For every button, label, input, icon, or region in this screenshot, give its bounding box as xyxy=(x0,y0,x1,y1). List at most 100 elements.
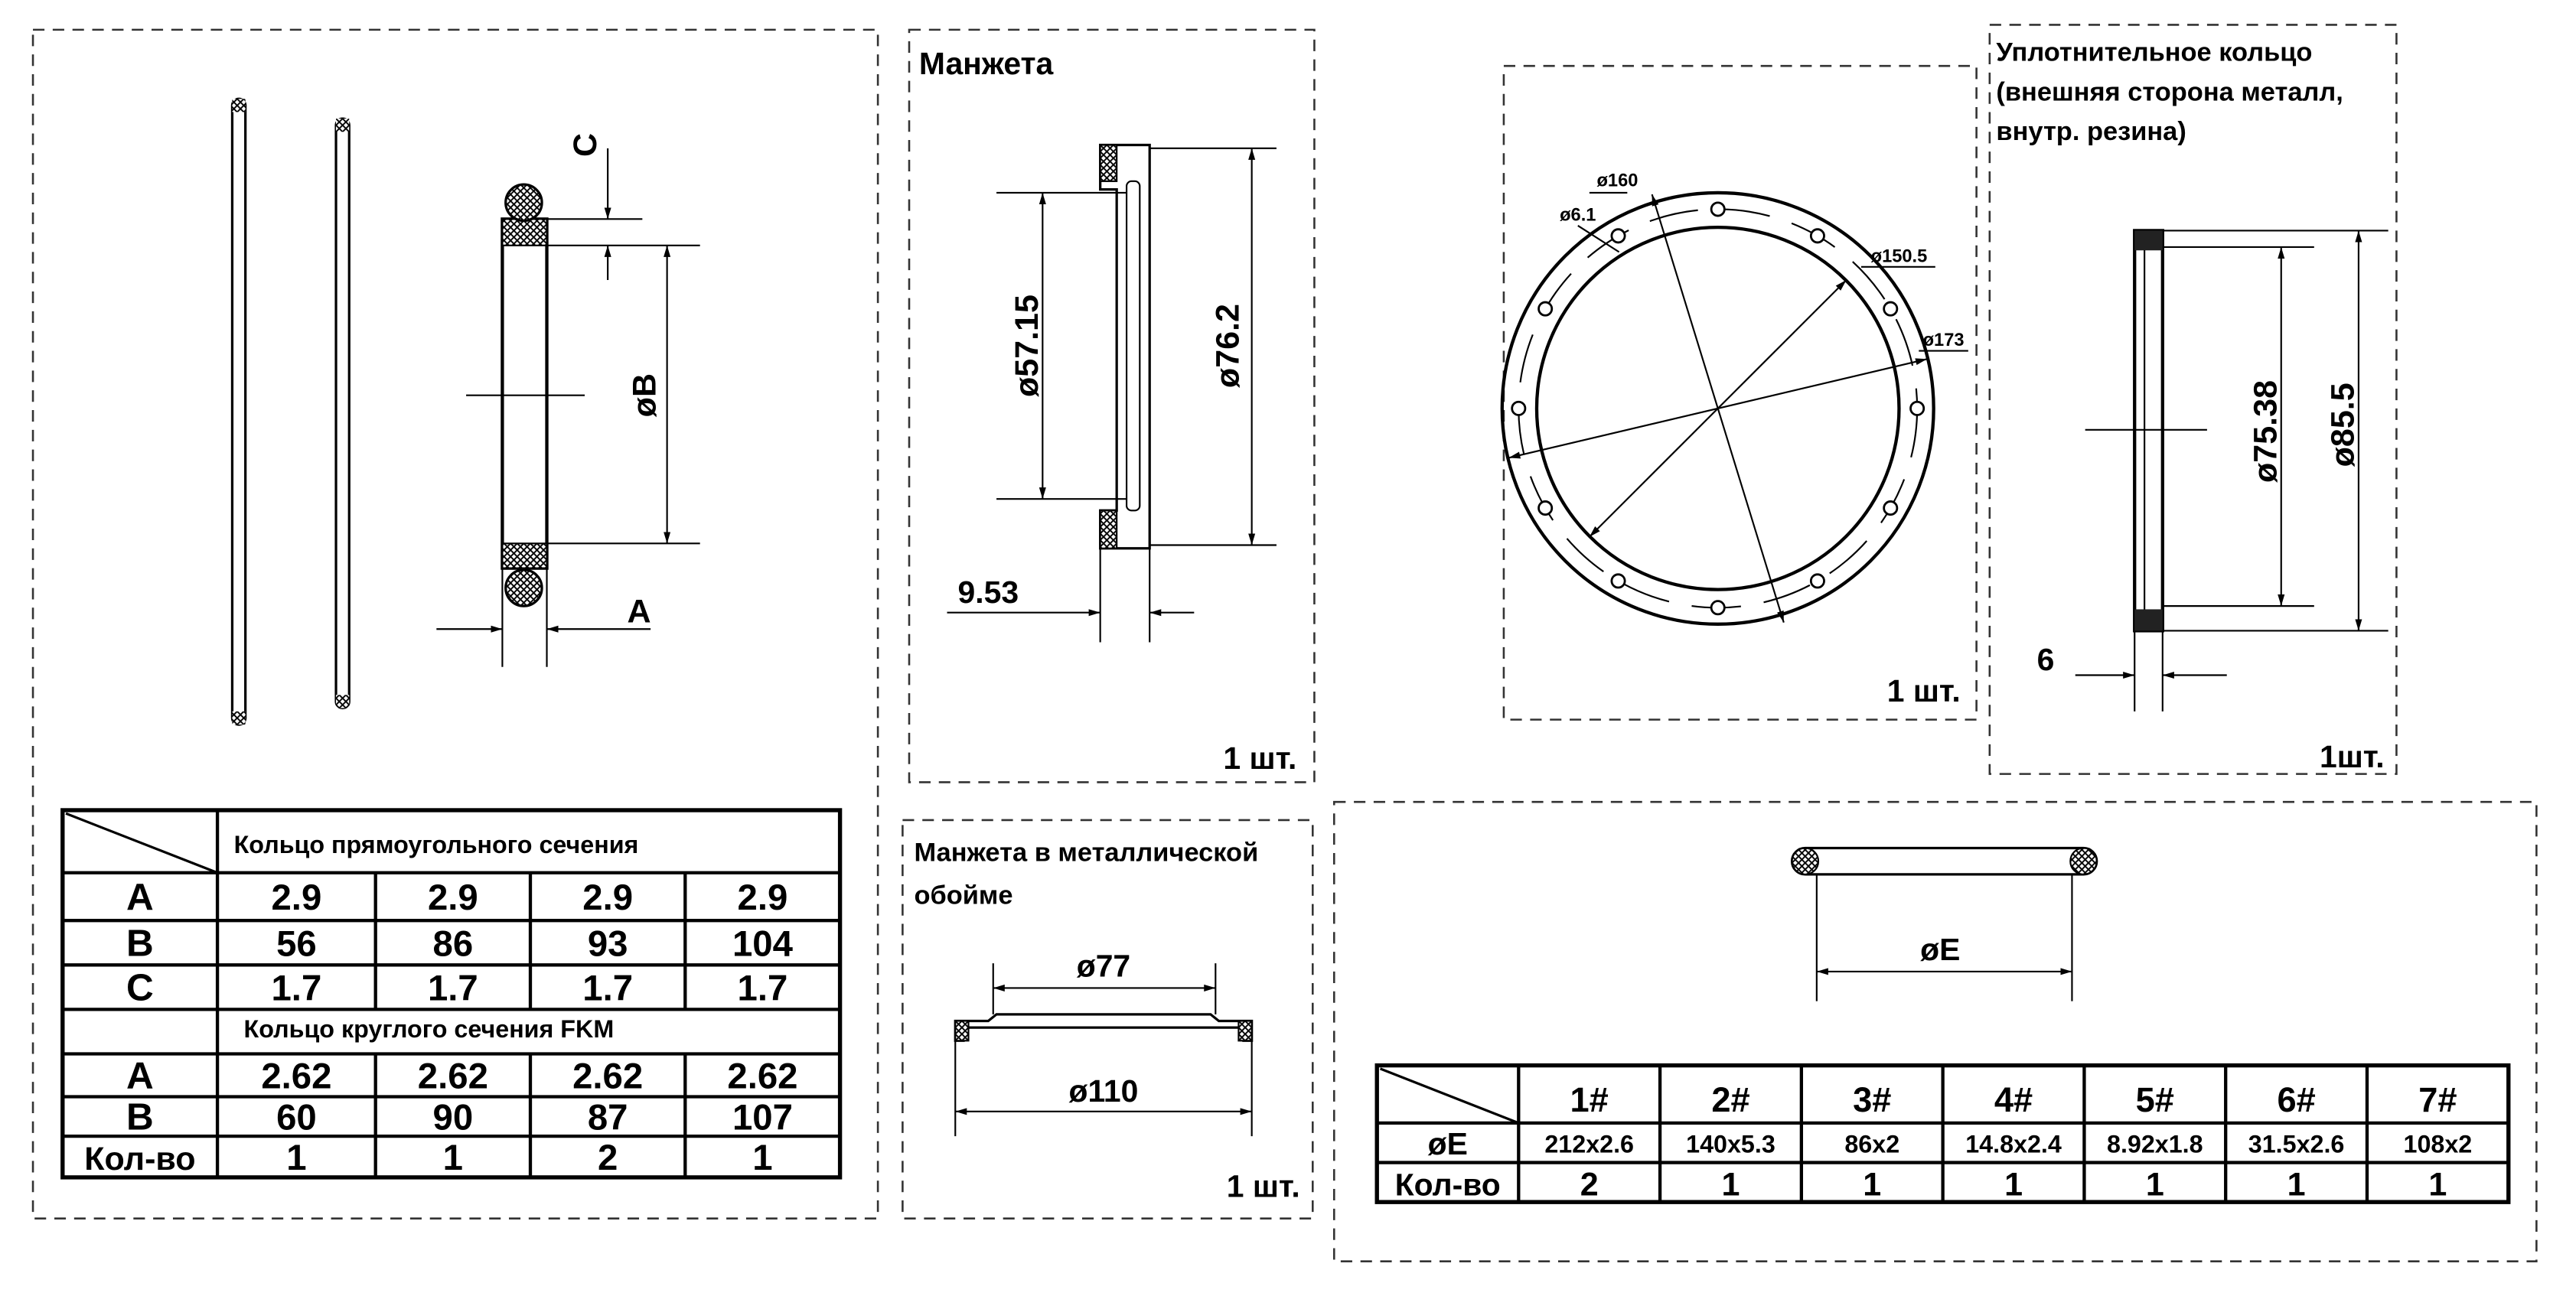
table-cell: 2.9 xyxy=(428,878,478,918)
dim-a-label: A xyxy=(628,594,651,630)
table-border xyxy=(60,808,843,1180)
column-header: 6# xyxy=(2277,1080,2315,1119)
bolt-hole xyxy=(1909,400,1925,416)
table-cell: 107 xyxy=(732,1098,793,1138)
dim-e-label: øE xyxy=(1920,932,1960,967)
bolt-hole xyxy=(1610,228,1626,244)
dim-outer-label: ø76.2 xyxy=(1209,304,1246,388)
seal-title-3: внутр. резина) xyxy=(1996,117,2186,146)
table-cell: 86 xyxy=(433,923,474,964)
table-cell: 1 xyxy=(2146,1167,2164,1203)
column-header: 1# xyxy=(1570,1080,1609,1119)
seal-title-1: Уплотнительное кольцо xyxy=(1996,38,2312,67)
dim-c-label: C xyxy=(567,133,604,157)
table-grid-line xyxy=(65,812,218,874)
bolt-hole xyxy=(1610,573,1626,589)
table-cell: 104 xyxy=(732,923,794,964)
bolt-hole xyxy=(1710,201,1726,217)
table-cell: 2 xyxy=(598,1138,618,1178)
dim-b-label: øB xyxy=(627,373,664,417)
bolt-hole xyxy=(1710,600,1726,616)
table-cell: 2.9 xyxy=(271,878,321,918)
table-grid-line xyxy=(1379,1067,1519,1125)
table-cell: 2.9 xyxy=(582,878,633,918)
section1-title: Кольцо прямоугольного сечения xyxy=(234,831,639,858)
dim-inner-label: ø57.15 xyxy=(1009,295,1045,397)
table-cell: 93 xyxy=(588,923,628,964)
bolt-hole xyxy=(1809,228,1825,244)
panel-rings: C øB A Кольцо прямоугольного сеченияКоль… xyxy=(31,28,879,1220)
table-cell: 1 xyxy=(752,1138,772,1178)
column-header: 4# xyxy=(1994,1080,2033,1119)
bolt-hole xyxy=(1537,500,1554,516)
cuff-title: Манжета xyxy=(919,46,1054,81)
rod-ring-2 xyxy=(334,117,351,710)
oring-section xyxy=(1790,846,2098,1001)
metal-cuff-title-1: Манжета в металлической xyxy=(914,838,1258,868)
column-header: 2# xyxy=(1711,1080,1749,1119)
table-cell: 1.7 xyxy=(582,969,633,1009)
table-cell: 31.5x2.6 xyxy=(2248,1131,2345,1158)
panel-seal-ring: Уплотнительное кольцо (внешняя сторона м… xyxy=(1988,24,2398,775)
table-cell: 14.8x2.4 xyxy=(1965,1131,2062,1158)
table-cell: 108x2 xyxy=(2404,1131,2473,1158)
table-cell: 1.7 xyxy=(428,969,478,1009)
panel-border xyxy=(1332,800,2538,1262)
orings-spec-table: øEКол-во1#212x2.622#140x5.313#86x214#14.… xyxy=(1374,1063,2511,1204)
table-cell: 87 xyxy=(588,1098,628,1138)
table-cell: 2 xyxy=(1580,1167,1599,1203)
table-cell: 56 xyxy=(276,923,317,964)
row-label: øE xyxy=(1428,1126,1468,1161)
table-cell: 1 xyxy=(443,1138,463,1178)
panel-border xyxy=(1988,24,2398,775)
table-cell: 1 xyxy=(286,1138,306,1178)
dim-inner-label: ø75.38 xyxy=(2247,380,2284,483)
row-label: A xyxy=(126,1055,154,1097)
panel-flange: ø160 ø6.1 ø150.5 ø173 1 шт. xyxy=(1500,64,1978,721)
ring-section xyxy=(436,148,700,667)
table-cell: 2.62 xyxy=(727,1057,797,1097)
row-label: B xyxy=(126,922,154,964)
bolt-hole xyxy=(1537,301,1554,317)
section2-title: Кольцо круглого сечения FKM xyxy=(244,1015,615,1043)
bolt-hole xyxy=(1809,573,1825,589)
panel-metal-cuff: Манжета в металлической обойме ø77 ø110 … xyxy=(902,819,1314,1220)
column-header: 5# xyxy=(2136,1080,2174,1119)
qty-label: 1 шт. xyxy=(1227,1169,1300,1204)
qty-label: 1шт. xyxy=(2320,739,2385,774)
metal-cuff-section xyxy=(954,963,1254,1137)
panel-cuff: Манжета ø57.15 ø76.2 9.53 1 шт. xyxy=(908,28,1316,783)
table-cell: 2.62 xyxy=(572,1057,643,1097)
dim-outer-label: ø110 xyxy=(1068,1073,1138,1109)
panel-border xyxy=(902,819,1314,1220)
table-cell: 2.9 xyxy=(738,878,788,918)
row-label: C xyxy=(126,967,154,1009)
table-cell: 1.7 xyxy=(738,969,788,1009)
rod-ring-1 xyxy=(230,97,247,726)
row-label: Кол-во xyxy=(1395,1167,1501,1203)
panel-border xyxy=(31,28,879,1220)
bolt-hole xyxy=(1883,500,1899,516)
panel-orings: øE øEКол-во1#212x2.622#140x5.313#86x214#… xyxy=(1332,800,2538,1262)
column-header: 7# xyxy=(2418,1080,2457,1119)
seal-title-2: (внешняя сторона металл, xyxy=(1996,77,2343,106)
dim-hole-label: ø6.1 xyxy=(1560,206,1596,226)
table-cell: 60 xyxy=(276,1098,317,1138)
table-cell: 90 xyxy=(433,1098,474,1138)
dim-width-label: 6 xyxy=(2037,642,2055,677)
dim-173-label: ø173 xyxy=(1923,331,1965,350)
table-cell: 1 xyxy=(2004,1167,2023,1203)
flange-drawing xyxy=(1500,190,1968,626)
dim-150-label: ø150.5 xyxy=(1871,246,1928,266)
dim-160-label: ø160 xyxy=(1596,171,1638,190)
table-cell: 1 xyxy=(1863,1167,1881,1203)
table-cell: 212x2.6 xyxy=(1544,1131,1634,1158)
bolt-hole xyxy=(1511,400,1527,416)
row-label: A xyxy=(126,876,154,918)
qty-label: 1 шт. xyxy=(1223,741,1296,776)
table-cell: 1.7 xyxy=(271,969,321,1009)
table-cell: 2.62 xyxy=(261,1057,331,1097)
table-cell: 1 xyxy=(2287,1167,2306,1203)
